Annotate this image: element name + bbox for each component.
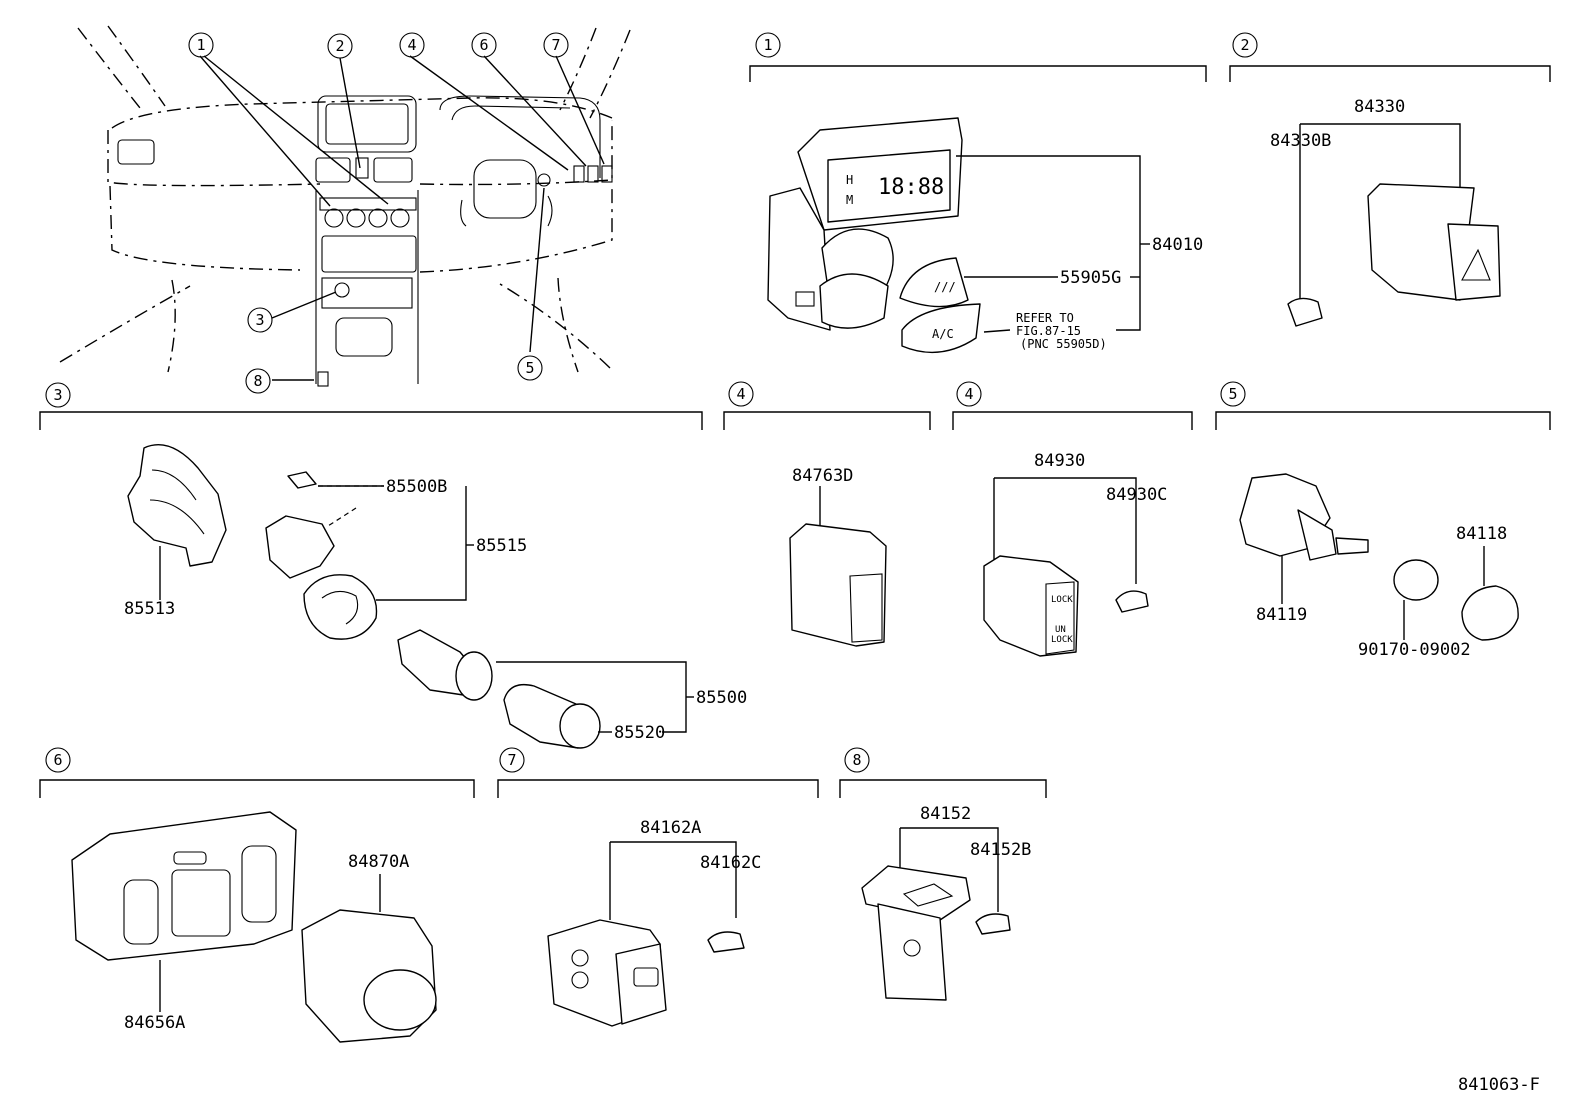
section-3-cigarette-lighter: 3 85513 85500B 85515 8550 <box>39 382 747 749</box>
svg-text:84152: 84152 <box>920 804 971 824</box>
svg-text:84330: 84330 <box>1354 97 1405 117</box>
svg-text:55905G: 55905G <box>1060 268 1121 288</box>
svg-text:LOCK: LOCK <box>1051 595 1073 605</box>
svg-text:85513: 85513 <box>124 599 175 619</box>
lighter-plug <box>503 683 601 749</box>
drawing-code: 841063-F <box>1458 1075 1540 1095</box>
svg-text:90170-09002: 90170-09002 <box>1358 640 1471 660</box>
svg-text:8: 8 <box>253 372 262 390</box>
svg-text:5: 5 <box>1228 385 1237 403</box>
svg-text:3: 3 <box>53 386 62 404</box>
switch-bezel <box>71 811 297 961</box>
ac-switch-knob: A/C <box>901 303 981 354</box>
svg-text:6: 6 <box>53 751 62 769</box>
svg-text:H: H <box>846 173 853 187</box>
svg-text:84162C: 84162C <box>700 853 761 873</box>
svg-text:84656A: 84656A <box>124 1013 185 1033</box>
svg-text:A/C: A/C <box>932 327 954 341</box>
svg-text:8: 8 <box>852 751 861 769</box>
overview-leader-lines <box>199 55 605 381</box>
lighter-socket <box>397 629 493 701</box>
svg-text:4: 4 <box>736 385 745 403</box>
callout-4-overview: 4 <box>399 32 425 58</box>
svg-text:UN: UN <box>1055 625 1066 635</box>
svg-text:18:88: 18:88 <box>878 175 944 200</box>
svg-text:84118: 84118 <box>1456 524 1507 544</box>
section-1-clock: 1 18:88 H M /// A/C 84010 55905G REFER T… <box>749 32 1207 354</box>
section-7-switch: 7 84162A 84162C <box>497 747 819 1027</box>
svg-text:5: 5 <box>525 359 534 377</box>
clock-unit: 18:88 H M <box>767 117 963 331</box>
svg-text:1: 1 <box>763 36 772 54</box>
svg-text:7: 7 <box>551 36 560 54</box>
lighter-bulb-housing <box>265 471 384 640</box>
overview-callouts: 1 2 4 6 7 3 8 5 <box>188 32 569 394</box>
svg-text:2: 2 <box>1240 36 1249 54</box>
section-8-switch: 8 84152 84152B <box>839 747 1047 1001</box>
svg-text:M: M <box>846 193 853 207</box>
svg-text:85515: 85515 <box>476 536 527 556</box>
svg-text:84930: 84930 <box>1034 451 1085 471</box>
callout-7-overview: 7 <box>543 32 569 58</box>
svg-text:FIG.87-15: FIG.87-15 <box>1016 324 1081 338</box>
svg-text:4: 4 <box>407 36 416 54</box>
section-4-blank-cover: 4 84763D <box>723 381 931 647</box>
dashboard-overview <box>59 25 631 387</box>
svg-text:84010: 84010 <box>1152 235 1203 255</box>
callout-2-overview: 2 <box>327 33 353 59</box>
svg-text:LOCK: LOCK <box>1051 635 1073 645</box>
section-4-lock-switch: 4 84930 84930C LOCK UN LOCK <box>952 381 1193 657</box>
lighter-socket-bracket <box>127 444 227 600</box>
svg-text:3: 3 <box>255 311 264 329</box>
svg-text:84152B: 84152B <box>970 840 1031 860</box>
svg-text:7: 7 <box>507 751 516 769</box>
svg-text:6: 6 <box>479 36 488 54</box>
svg-text:84330B: 84330B <box>1270 131 1331 151</box>
svg-text:REFER TO: REFER TO <box>1016 311 1074 325</box>
svg-text:(PNC 55905D): (PNC 55905D) <box>1020 337 1107 351</box>
svg-text:85500: 85500 <box>696 688 747 708</box>
svg-text:///: /// <box>934 280 956 294</box>
section-2-hazard-switch: 2 84330 84330B <box>1229 32 1551 327</box>
svg-text:84763D: 84763D <box>792 466 853 486</box>
defogger-switch-knob: /// <box>899 257 969 308</box>
svg-text:84870A: 84870A <box>348 852 409 872</box>
callout-1-overview: 1 <box>188 32 214 58</box>
section-6-mirror-switch: 6 84656A 84870A <box>39 747 475 1043</box>
callout-3-overview: 3 <box>247 307 273 333</box>
svg-text:84162A: 84162A <box>640 818 701 838</box>
svg-text:84930C: 84930C <box>1106 485 1167 505</box>
svg-text:85520: 85520 <box>614 723 665 743</box>
callout-6-overview: 6 <box>471 32 497 58</box>
svg-text:2: 2 <box>335 37 344 55</box>
callout-8-overview: 8 <box>245 368 271 394</box>
svg-text:4: 4 <box>964 385 973 403</box>
svg-text:84119: 84119 <box>1256 605 1307 625</box>
callout-5-overview: 5 <box>517 355 543 381</box>
svg-text:1: 1 <box>196 36 205 54</box>
section-5-dimmer-switch: 5 84119 90170-09002 84118 <box>1215 381 1551 660</box>
svg-text:85500B: 85500B <box>386 477 447 497</box>
